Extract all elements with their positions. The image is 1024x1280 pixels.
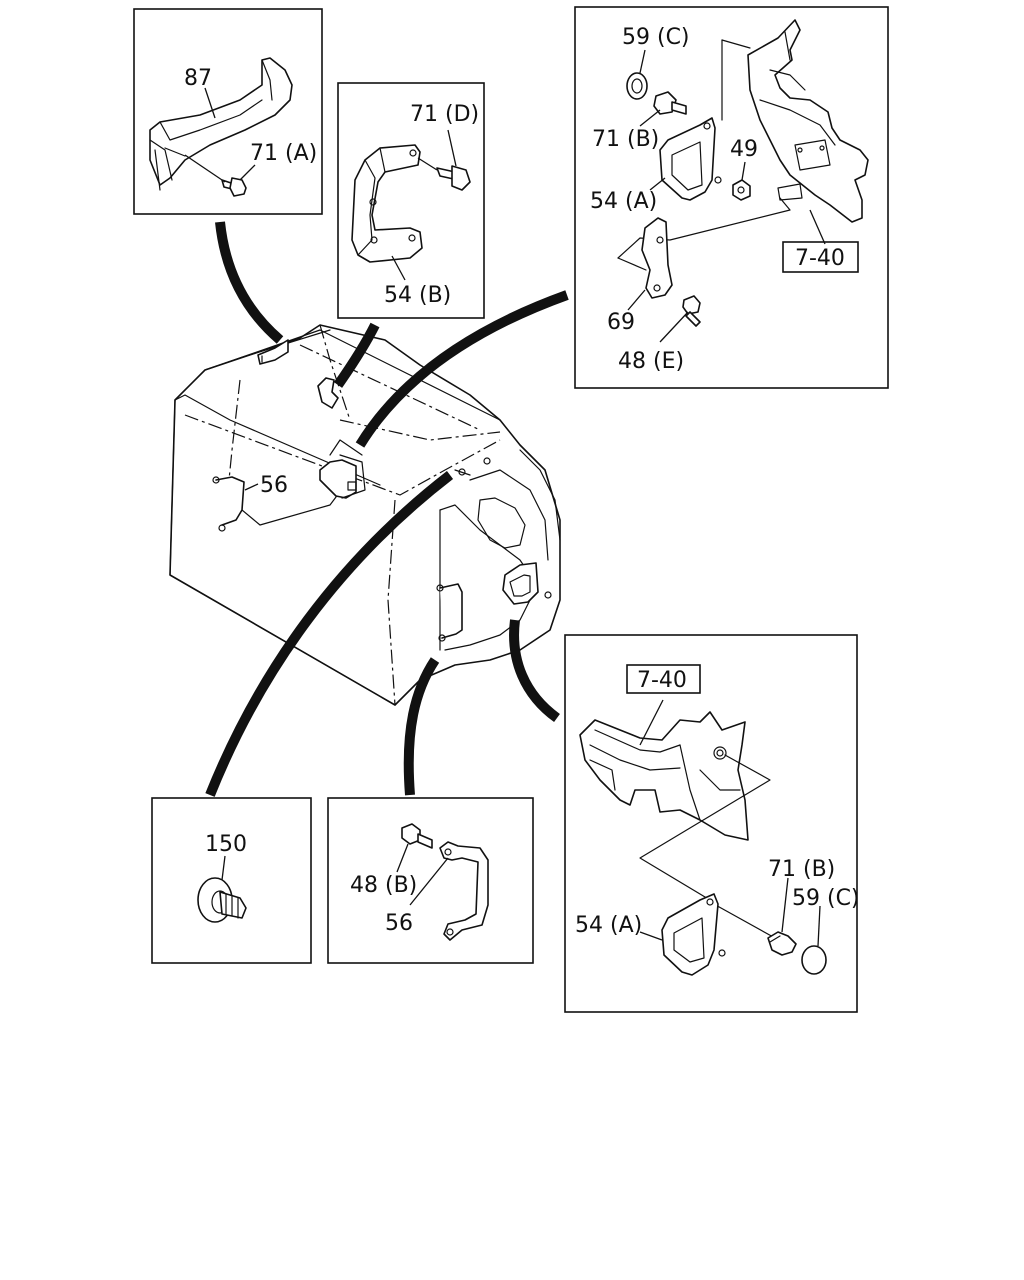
detail-frame-54b	[337, 82, 485, 319]
detail-box-bar-56	[327, 797, 534, 964]
detail-frame-56	[327, 797, 534, 964]
detail-box-grab-handle	[133, 8, 323, 215]
cab-body	[169, 324, 561, 706]
label-69: 69	[607, 310, 635, 335]
label-54a-top: 54 (A)	[590, 189, 657, 214]
leader-56-main	[244, 483, 259, 491]
connector-curves	[205, 221, 569, 797]
label-54a-bottom: 54 (A)	[575, 913, 642, 938]
detail-frame-top-right	[574, 6, 889, 389]
detail-box-clip-150	[151, 797, 312, 964]
detail-frame-bottom-right	[564, 634, 858, 1013]
label-71a: 71 (A)	[250, 141, 317, 166]
label-48e: 48 (E)	[618, 349, 684, 374]
label-71b-bottom: 71 (B)	[768, 857, 835, 882]
detail-box-bracket-54b	[337, 82, 485, 319]
ref-frame-740-bottom	[626, 664, 701, 694]
detail-box-side-bracket	[564, 634, 858, 1013]
label-87: 87	[184, 66, 212, 91]
detail-box-rear-bracket	[574, 6, 889, 389]
ref-740-top: 7-40	[795, 246, 845, 271]
label-54b: 54 (B)	[384, 283, 451, 308]
label-56-main: 56	[260, 473, 288, 498]
label-56-detail: 56	[385, 911, 413, 936]
label-48b: 48 (B)	[350, 873, 417, 898]
label-59c-bottom: 59 (C)	[792, 886, 860, 911]
label-71d: 71 (D)	[410, 102, 479, 127]
label-71b-top: 71 (B)	[592, 127, 659, 152]
ref-frame-740-top	[782, 241, 859, 273]
detail-frame-150	[151, 797, 312, 964]
label-150: 150	[205, 832, 247, 857]
label-49: 49	[730, 137, 758, 162]
detail-frame-87	[133, 8, 323, 215]
ref-740-bottom: 7-40	[637, 668, 687, 693]
label-59c-top: 59 (C)	[622, 25, 690, 50]
